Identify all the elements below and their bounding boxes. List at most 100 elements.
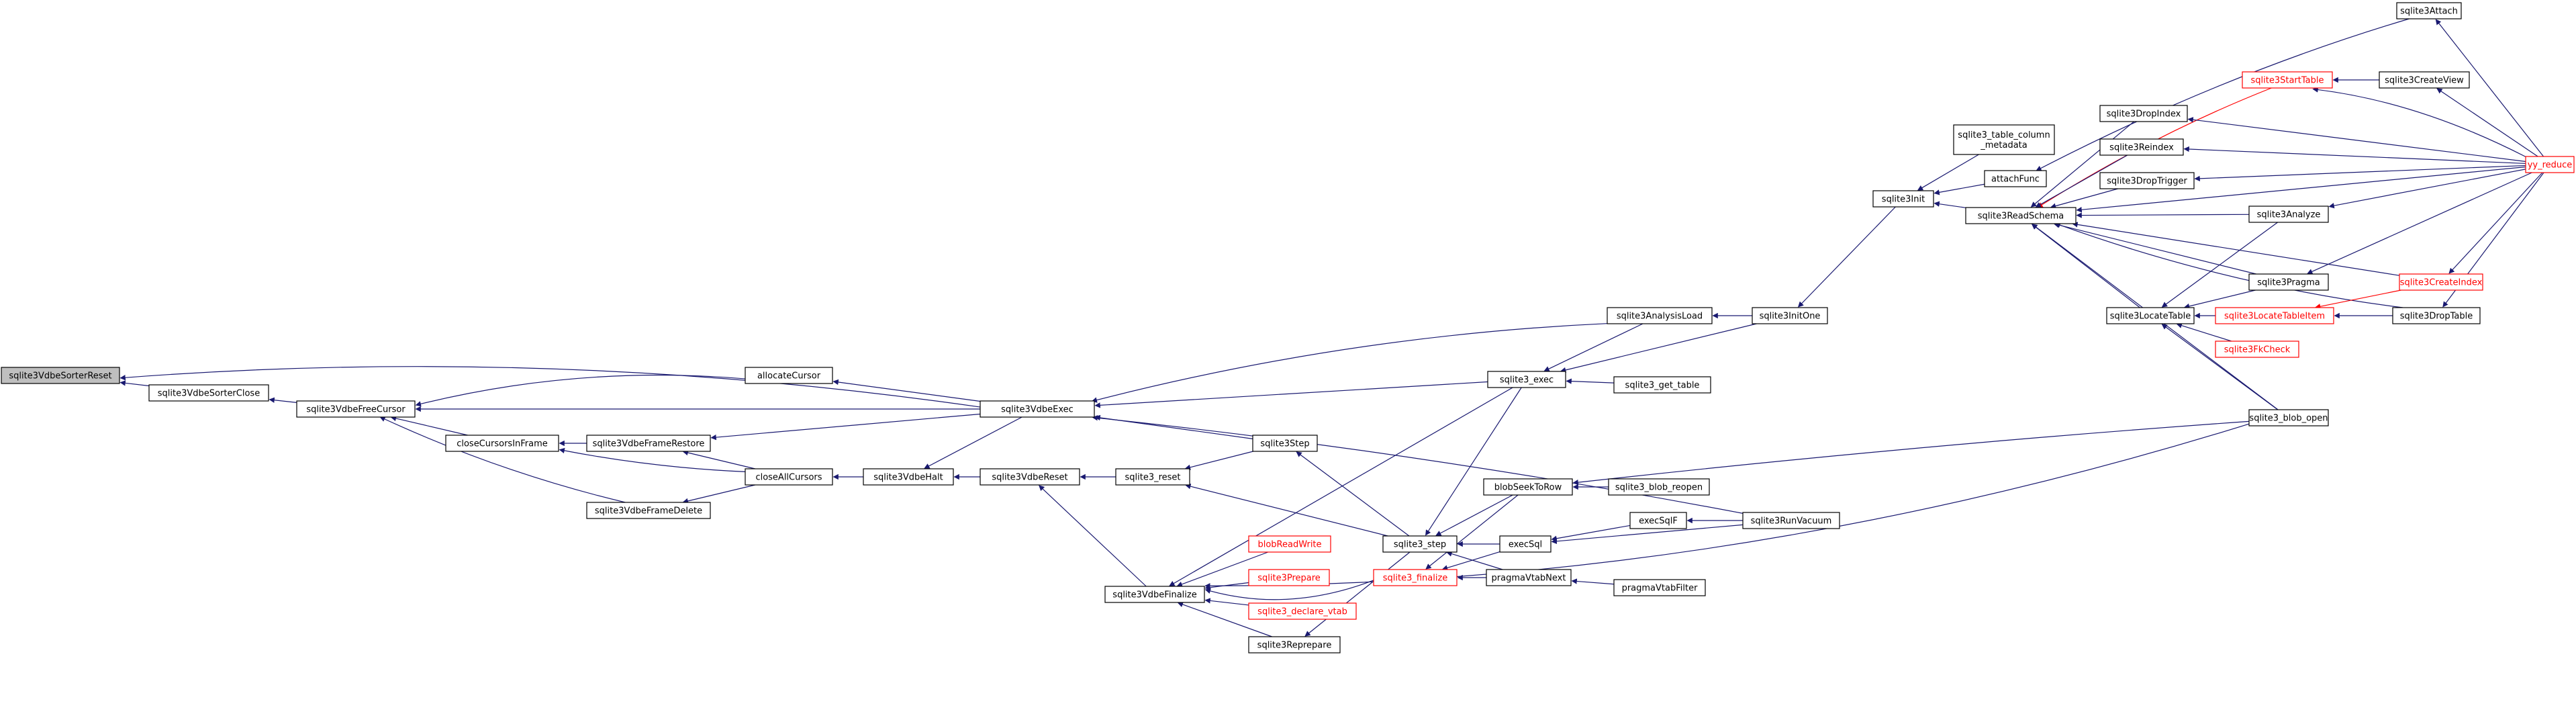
node-sqlite3prepare[interactable]: sqlite3Prepare [1248, 569, 1330, 586]
node-sqlite3pragma[interactable]: sqlite3Pragma [2248, 273, 2329, 291]
node-box [2399, 273, 2483, 291]
node-yy-reduce[interactable]: yy_reduce [2525, 156, 2575, 173]
edge-n41-calls-n43 [2307, 172, 2532, 275]
node-sqlite3dropindex[interactable]: sqlite3DropIndex [2099, 105, 2188, 122]
node-label: sqlite3DropTrigger [2107, 177, 2187, 187]
node-label: sqlite3VdbeFrameRestore [593, 439, 705, 449]
node-sqlite3readschema[interactable]: sqlite3ReadSchema [1965, 207, 2077, 224]
node-label: sqlite3VdbeFreeCursor [306, 405, 406, 415]
node-sqlite3starttable[interactable]: sqlite3StartTable [2242, 71, 2333, 89]
node-label: _metadata [1980, 140, 2028, 150]
node-sqlite3runvacuum[interactable]: sqlite3RunVacuum [1742, 512, 1840, 529]
edge-n23-calls-n18 [1425, 387, 1522, 536]
node-pragmavtabfilter[interactable]: pragmaVtabFilter [1613, 579, 1706, 596]
node-sqlite3-finalize[interactable]: sqlite3_finalize [1373, 569, 1458, 586]
node-sqlite3initone[interactable]: sqlite3InitOne [1752, 307, 1828, 324]
node-sqlite3fkcheck[interactable]: sqlite3FkCheck [2215, 341, 2299, 358]
node-sqlite3-reset[interactable]: sqlite3_reset [1115, 468, 1190, 486]
edge-n3-calls-n2 [415, 374, 746, 407]
node-box [2099, 172, 2195, 189]
node-box [980, 400, 1095, 418]
node-box [2525, 156, 2575, 173]
node-label: sqlite3LocateTable [2110, 312, 2191, 322]
edge-n34-calls-n31 [1934, 201, 1966, 208]
node-execsql[interactable]: execSql [1499, 535, 1552, 553]
node-sqlite3step[interactable]: sqlite3Step [1252, 435, 1318, 452]
node-box [148, 384, 269, 402]
node-label: pragmaVtabNext [1492, 574, 1566, 584]
node-execsqlf[interactable]: execSqlF [1629, 512, 1687, 529]
node-box [1248, 636, 1341, 653]
node-sqlite3-step[interactable]: sqlite3_step [1382, 535, 1458, 553]
node-label: pragmaVtabFilter [1622, 584, 1699, 594]
edge-n14-calls-n13 [1176, 551, 1269, 587]
node-label: sqlite3CreateView [2385, 76, 2464, 86]
node-label: sqlite3_blob_open [2249, 414, 2328, 424]
node-sqlite3analysisload[interactable]: sqlite3AnalysisLoad [1607, 307, 1713, 324]
edge-n43-calls-n45 [2183, 289, 2256, 309]
node-box [745, 468, 833, 486]
edge-n29-calls-n22 [1571, 578, 1615, 585]
node-label: sqlite3_table_column [1958, 130, 2050, 140]
node-sqlite3vdbeframedelete[interactable]: sqlite3VdbeFrameDelete [586, 502, 711, 519]
node-label: sqlite3_step [1394, 540, 1446, 550]
node-box [1487, 371, 1566, 388]
node-pragmavtabnext[interactable]: pragmaVtabNext [1486, 569, 1572, 586]
node-sqlite3vdbereset[interactable]: sqlite3VdbeReset [980, 468, 1080, 486]
node-box [2242, 71, 2333, 89]
node-box [2248, 273, 2329, 291]
edge-n25-calls-n23 [1566, 378, 1615, 384]
node-sqlite3analyze[interactable]: sqlite3Analyze [2248, 206, 2329, 223]
node-sqlite3locatetableitem[interactable]: sqlite3LocateTableItem [2215, 307, 2334, 324]
node-sqlite3vdbesorterclose[interactable]: sqlite3VdbeSorterClose [148, 384, 269, 402]
edge-n7-calls-n8 [682, 484, 755, 504]
node-sqlite3vdbehalt[interactable]: sqlite3VdbeHalt [863, 468, 954, 486]
node-sqlite3reprepare[interactable]: sqlite3Reprepare [1248, 636, 1341, 653]
node-sqlite3createindex[interactable]: sqlite3CreateIndex [2399, 273, 2483, 291]
node-box [1608, 478, 1710, 496]
node-sqlite3-blob-open[interactable]: sqlite3_blob_open [2248, 409, 2329, 426]
node-sqlite3vdbefinalize[interactable]: sqlite3VdbeFinalize [1104, 586, 1205, 603]
node-sqlite3locatetable[interactable]: sqlite3LocateTable [2106, 307, 2195, 324]
node-sqlite3vdbefreecursor[interactable]: sqlite3VdbeFreeCursor [296, 400, 416, 418]
node-sqlite3-table-column-metadata[interactable]: sqlite3_table_column_metadata [1953, 124, 2055, 155]
node-allocatecursor[interactable]: allocateCursor [745, 367, 833, 384]
node-box [1752, 307, 1828, 324]
node-sqlite3vdbesorterreset[interactable]: sqlite3VdbeSorterReset [1, 367, 120, 384]
node-label: sqlite3_finalize [1383, 574, 1448, 584]
node-sqlite3-blob-reopen[interactable]: sqlite3_blob_reopen [1608, 478, 1710, 496]
node-box [1483, 478, 1573, 496]
node-blobseektorow[interactable]: blobSeekToRow [1483, 478, 1573, 496]
edge-n18-calls-n17 [1304, 551, 1411, 637]
node-sqlite3vdbeframerestore[interactable]: sqlite3VdbeFrameRestore [586, 435, 711, 452]
node-sqlite3droptable[interactable]: sqlite3DropTable [2392, 307, 2481, 324]
node-blobreadwrite[interactable]: blobReadWrite [1248, 535, 1331, 553]
node-closeallcursors[interactable]: closeAllCursors [745, 468, 833, 486]
node-sqlite3init[interactable]: sqlite3Init [1872, 190, 1934, 208]
edge-n38-calls-n34 [2030, 121, 2134, 208]
node-attachfunc[interactable]: attachFunc [1984, 170, 2047, 187]
node-closecursorsinframe[interactable]: closeCursorsInFrame [445, 435, 559, 452]
edge-n12-calls-n11 [1184, 451, 1253, 470]
function-nodes: sqlite3VdbeSorterReset sqlite3VdbeSorterC… [1, 2, 2575, 653]
node-sqlite3-get-table[interactable]: sqlite3_get_table [1613, 376, 1711, 394]
node-label: sqlite3Step [1260, 439, 1309, 449]
node-box [2215, 307, 2334, 324]
edge-n49-calls-n13 [1204, 423, 2250, 589]
node-sqlite3attach[interactable]: sqlite3Attach [2396, 2, 2462, 19]
node-box [1953, 124, 2055, 155]
node-sqlite3-declare-vtab[interactable]: sqlite3_declare_vtab [1248, 602, 1357, 620]
edge-n4-calls-n6 [710, 413, 981, 441]
node-sqlite3reindex[interactable]: sqlite3Reindex [2099, 138, 2184, 156]
edge-n23-calls-n13 [1169, 387, 1513, 586]
node-box [1499, 535, 1552, 553]
edge-n48-calls-n45 [2176, 322, 2232, 342]
node-sqlite3createview[interactable]: sqlite3CreateView [2379, 71, 2470, 89]
node-sqlite3vdbeexec[interactable]: sqlite3VdbeExec [980, 400, 1095, 418]
node-label: sqlite3DropIndex [2107, 109, 2181, 120]
node-sqlite3-exec[interactable]: sqlite3_exec [1487, 371, 1566, 388]
node-box [296, 400, 416, 418]
edge-n41-calls-n44 [2448, 172, 2543, 274]
edge-n45-calls-n34 [2031, 224, 2140, 308]
node-sqlite3droptrigger[interactable]: sqlite3DropTrigger [2099, 172, 2195, 189]
